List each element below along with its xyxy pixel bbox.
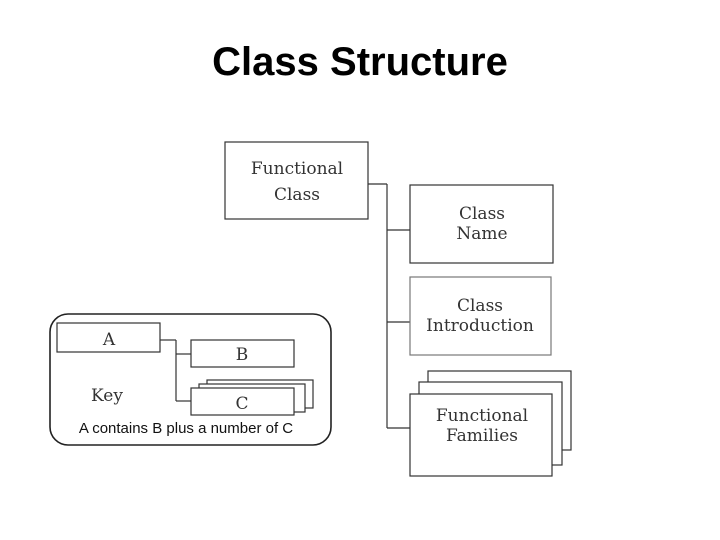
functional-families-line2: Families [446, 426, 518, 446]
class-name-line2: Name [456, 224, 507, 244]
functional-class-line2: Class [274, 185, 320, 205]
class-introduction-line2: Introduction [426, 316, 534, 336]
functional-families-line1: Functional [436, 406, 528, 426]
page-title: Class Structure [212, 40, 508, 84]
functional-class-line1: Functional [251, 159, 343, 179]
key-box-a: A [56, 322, 161, 353]
functional-class-box: Functional Class [224, 141, 369, 220]
class-introduction-line1: Class [457, 296, 503, 316]
key-title: Key [91, 386, 123, 406]
key-caption: A contains B plus a number of C [79, 420, 293, 437]
key-panel: A B C Key A contains B plus a number of … [49, 313, 332, 446]
key-c-label: C [235, 394, 248, 414]
tree-connectors [368, 183, 410, 429]
class-introduction-box: Class Introduction [409, 276, 552, 356]
functional-families-stack: Functional Families [409, 370, 572, 477]
key-box-c-stack: C [190, 379, 314, 416]
key-box-b: B [190, 339, 295, 368]
key-b-label: B [236, 345, 249, 365]
key-a-label: A [102, 330, 116, 350]
class-name-box: Class Name [409, 184, 554, 264]
class-name-line1: Class [459, 204, 505, 224]
